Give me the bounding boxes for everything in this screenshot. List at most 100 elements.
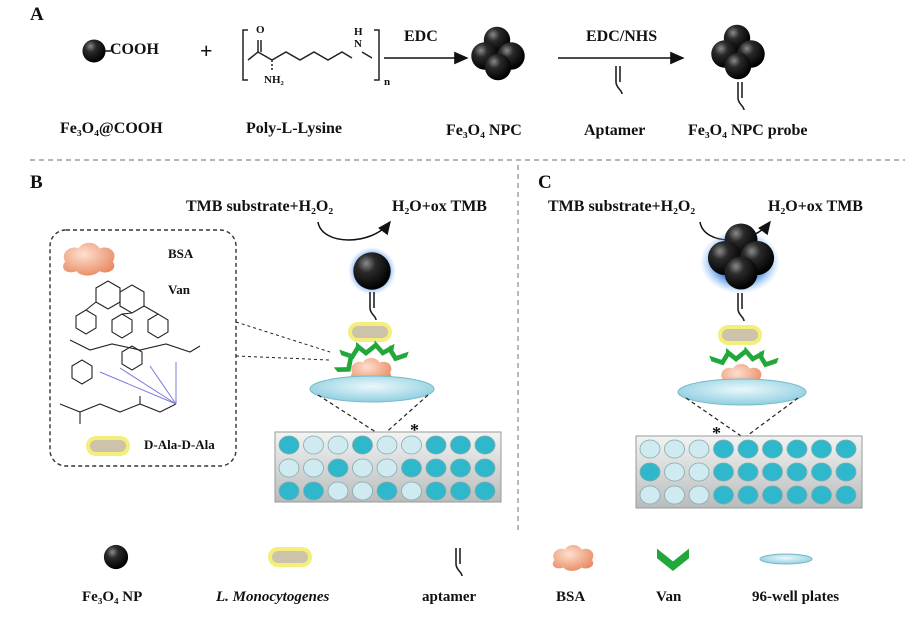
asterisk-c: * xyxy=(712,423,721,443)
reaction-right-c: H₂O+ox TMB xyxy=(768,198,863,215)
well xyxy=(327,458,349,478)
inset-bacteria xyxy=(86,436,130,456)
inset-bsa-label: BSA xyxy=(168,246,194,261)
amide-n-label: N xyxy=(354,38,362,50)
well xyxy=(278,458,300,478)
bacteria-b xyxy=(348,322,392,342)
panel-label-c: C xyxy=(538,172,552,193)
well xyxy=(688,485,710,505)
panel-label-a: A xyxy=(30,4,44,25)
well xyxy=(713,462,734,482)
fe3o4-cooh-particle xyxy=(82,39,111,63)
well xyxy=(835,485,857,505)
well xyxy=(688,462,710,482)
amide-h-label: H xyxy=(354,26,363,38)
well xyxy=(762,439,783,459)
aptamer-label-a: Aptamer xyxy=(584,122,646,139)
plate-disk-b xyxy=(309,375,435,403)
well xyxy=(425,481,447,501)
reaction-right-b: H₂O+ox TMB xyxy=(392,198,487,215)
legend-bacteria-icon xyxy=(268,547,312,567)
well xyxy=(737,485,759,505)
well xyxy=(737,439,759,459)
well xyxy=(835,439,857,459)
nh2-label: NH₂ xyxy=(264,74,284,86)
well-plate-b xyxy=(274,431,502,503)
vancomycin-structure xyxy=(59,280,201,424)
well xyxy=(401,458,422,478)
well xyxy=(303,435,324,455)
well xyxy=(786,439,808,459)
edcnhs-label: EDC/NHS xyxy=(586,28,658,45)
well xyxy=(664,439,685,459)
well xyxy=(450,458,471,478)
well xyxy=(376,481,398,501)
legend-aptamer-label: aptamer xyxy=(422,589,477,605)
probe-label: Fe₃O₄ NPC probe xyxy=(688,122,808,139)
bacteria-c xyxy=(718,325,762,345)
well xyxy=(811,439,832,459)
probe-c-cluster xyxy=(700,223,780,322)
well xyxy=(425,435,447,455)
inset-dala-label: D-Ala-D-Ala xyxy=(144,437,215,452)
legend-bsa-icon xyxy=(552,545,594,571)
well xyxy=(401,435,422,455)
well xyxy=(664,485,685,505)
well xyxy=(450,481,471,501)
legend-plate-icon xyxy=(759,553,813,565)
well xyxy=(376,458,398,478)
panel-label-b: B xyxy=(30,172,43,193)
well xyxy=(713,439,734,459)
reaction-arc-b xyxy=(317,220,391,241)
well xyxy=(639,485,661,505)
well xyxy=(474,435,496,455)
well xyxy=(713,485,734,505)
legend-van-label: Van xyxy=(656,589,682,605)
fe3o4-cooh-label: Fe₃O₄@COOH xyxy=(60,120,163,137)
inset-bsa-cloud xyxy=(63,242,115,276)
binding-lines xyxy=(99,362,177,405)
well xyxy=(401,481,422,501)
well xyxy=(639,439,661,459)
plus-sign: + xyxy=(200,38,213,63)
cooh-label: COOH xyxy=(110,41,159,58)
legend-plate-label: 96-well plates xyxy=(752,589,840,605)
carbonyl-o-label: O xyxy=(256,24,265,36)
npc-probe xyxy=(711,24,765,111)
repeat-n-label: n xyxy=(384,76,391,88)
polylysine-structure xyxy=(242,29,380,81)
npc-label: Fe₃O₄ NPC xyxy=(446,122,522,139)
well xyxy=(425,458,447,478)
well xyxy=(352,481,373,501)
reaction-left-c: TMB substrate+H₂O₂ xyxy=(548,198,696,215)
legend-bsa-label: BSA xyxy=(556,589,586,605)
well xyxy=(352,458,373,478)
legend-bacteria-label: L. Monocytogenes xyxy=(216,589,330,605)
reaction-left-b: TMB substrate+H₂O₂ xyxy=(186,198,334,215)
legend-aptamer-icon xyxy=(455,547,463,577)
well xyxy=(639,462,661,482)
well xyxy=(376,435,398,455)
well xyxy=(762,485,783,505)
asterisk-b: * xyxy=(410,420,419,440)
npc-cluster xyxy=(471,26,525,81)
well xyxy=(327,435,349,455)
structure-inset xyxy=(49,229,237,467)
plate-disk-c xyxy=(677,378,807,406)
well xyxy=(762,462,783,482)
well xyxy=(303,481,324,501)
well xyxy=(811,485,832,505)
well xyxy=(303,458,324,478)
well xyxy=(278,435,300,455)
well-plate-c xyxy=(635,435,863,509)
well xyxy=(737,462,759,482)
inset-van-label: Van xyxy=(168,282,190,297)
well xyxy=(786,462,808,482)
well xyxy=(835,462,857,482)
well xyxy=(474,481,496,501)
aptamer-icon-a xyxy=(615,65,623,95)
legend-np-label: Fe₃O₄ NP xyxy=(82,589,143,605)
well xyxy=(688,439,710,459)
legend-np-icon xyxy=(103,544,129,570)
